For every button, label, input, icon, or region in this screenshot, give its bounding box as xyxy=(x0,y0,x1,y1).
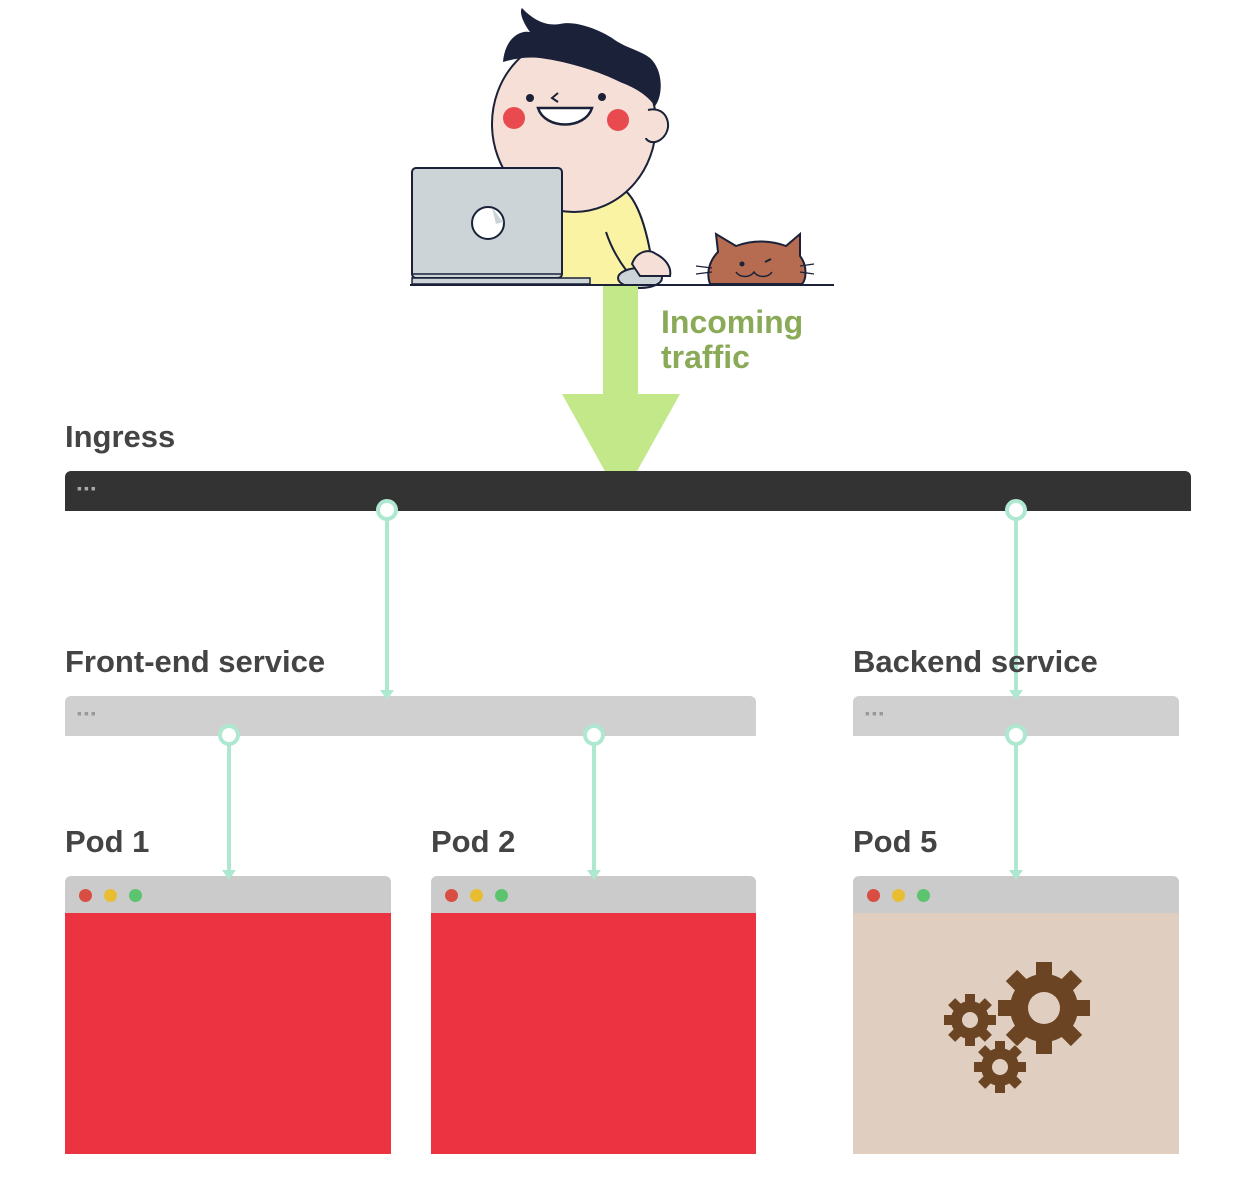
frontend-service-label: Front-end service xyxy=(65,644,326,679)
maximize-dot-icon xyxy=(129,889,142,902)
backend-bar-dots: ▪▪▪ xyxy=(865,705,886,721)
pod-2-window xyxy=(431,876,756,1154)
port-ingress-frontend xyxy=(376,499,398,521)
pod-5-label: Pod 5 xyxy=(853,824,938,859)
ingress-bar: ▪▪▪ xyxy=(65,471,1191,511)
pod-1-window xyxy=(65,876,391,1154)
port-backend-pod5 xyxy=(1005,724,1027,746)
pod-1-body xyxy=(65,913,391,1154)
minimize-dot-icon xyxy=(104,889,117,902)
pod-2-titlebar xyxy=(431,876,756,913)
ingress-bar-dots: ▪▪▪ xyxy=(77,480,98,496)
frontend-service-bar: ▪▪▪ xyxy=(65,696,756,736)
port-frontend-pod2 xyxy=(583,724,605,746)
incoming-traffic-arrow xyxy=(562,286,680,500)
port-frontend-pod1 xyxy=(218,724,240,746)
backend-service-label: Backend service xyxy=(853,644,1098,679)
pod-1-titlebar xyxy=(65,876,391,913)
pod-2-body xyxy=(431,913,756,1154)
close-dot-icon xyxy=(867,889,880,902)
incoming-traffic-label: Incoming traffic xyxy=(661,305,803,375)
frontend-bar-dots: ▪▪▪ xyxy=(77,705,98,721)
pod-2-label: Pod 2 xyxy=(431,824,516,859)
ingress-label: Ingress xyxy=(65,419,176,454)
close-dot-icon xyxy=(445,889,458,902)
incoming-traffic-line2: traffic xyxy=(661,339,750,375)
gears-icon xyxy=(944,962,1090,1093)
incoming-traffic-line1: Incoming xyxy=(661,304,804,340)
pod-1-label: Pod 1 xyxy=(65,824,150,859)
maximize-dot-icon xyxy=(917,889,930,902)
developer-illustration xyxy=(410,8,834,289)
pod-5-window xyxy=(853,876,1179,1154)
minimize-dot-icon xyxy=(470,889,483,902)
person-hair xyxy=(503,8,661,106)
port-ingress-backend xyxy=(1005,499,1027,521)
minimize-dot-icon xyxy=(892,889,905,902)
pod-5-body xyxy=(853,913,1179,1154)
close-dot-icon xyxy=(79,889,92,902)
maximize-dot-icon xyxy=(495,889,508,902)
pod-5-titlebar xyxy=(853,876,1179,913)
